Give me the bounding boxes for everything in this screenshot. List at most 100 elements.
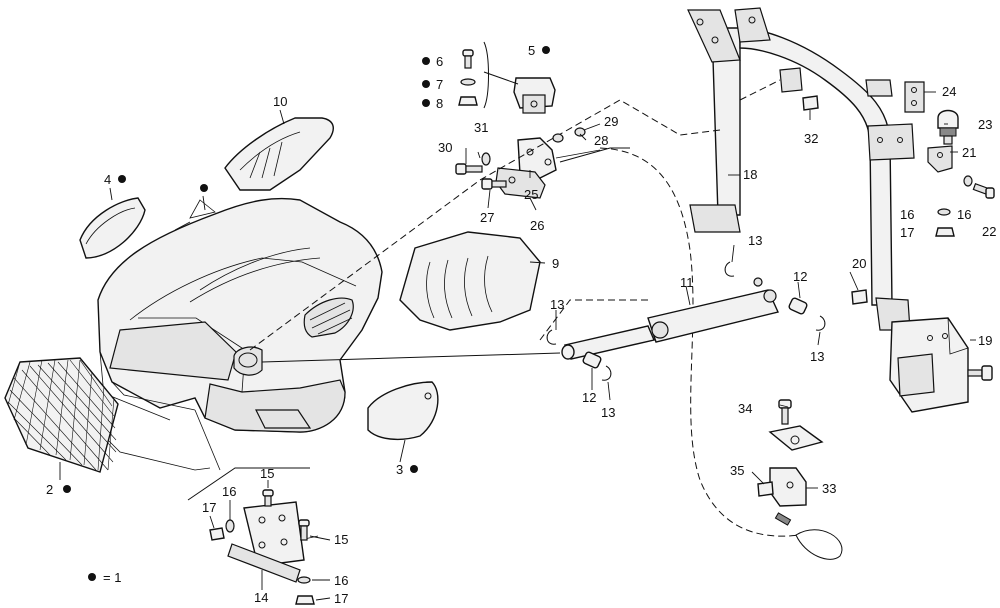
- part-label: 27: [480, 210, 494, 225]
- nut: [757, 481, 774, 497]
- nut: [458, 96, 478, 106]
- part-label: 2: [46, 482, 53, 497]
- leader-line: [483, 71, 519, 85]
- washer: [297, 576, 311, 584]
- part-label: 25: [524, 187, 538, 202]
- legend-text: = 1: [103, 570, 121, 585]
- part-label: 11: [680, 275, 694, 290]
- part-labels: 2 3 4 5 6 7 8 9 10 11 12 12 13 13 13 13 …: [46, 43, 996, 606]
- part-label: 19: [978, 333, 992, 348]
- legend: = 1: [88, 570, 121, 585]
- part-label: 23: [978, 117, 992, 132]
- label-marker: [422, 80, 430, 88]
- part-label: 16: [334, 573, 348, 588]
- part-label: 15: [334, 532, 348, 547]
- bolt: [298, 519, 310, 541]
- part-label: 15: [260, 466, 274, 481]
- nut: [935, 227, 955, 237]
- label-marker: [422, 99, 430, 107]
- front-grille: [4, 357, 119, 473]
- part-label: 18: [743, 167, 757, 182]
- retaining-clip: [601, 365, 612, 381]
- part-label: 33: [822, 481, 836, 496]
- cable-end: [559, 147, 630, 163]
- hood-assembly: [97, 197, 383, 471]
- washer: [552, 133, 564, 143]
- label-marker: [200, 184, 208, 192]
- washer: [963, 175, 973, 187]
- part-label: 8: [436, 96, 443, 111]
- washer: [574, 127, 586, 137]
- bolt: [972, 183, 995, 199]
- cable-clamp: [769, 467, 807, 507]
- part-label: 17: [900, 225, 914, 240]
- part-label: 26: [530, 218, 544, 233]
- part-label: 35: [730, 463, 744, 478]
- bolt: [462, 49, 474, 69]
- part-label: 16: [957, 207, 971, 222]
- washer: [460, 78, 476, 86]
- part-label: 6: [436, 54, 443, 69]
- nut: [851, 289, 868, 305]
- side-lens-left: [79, 197, 146, 259]
- part-label: 3: [396, 462, 403, 477]
- side-lens-right: [367, 381, 439, 441]
- part-label: 13: [748, 233, 762, 248]
- part-label: 28: [594, 133, 608, 148]
- part-label: 22: [982, 224, 996, 239]
- part-label: 7: [436, 77, 443, 92]
- washer: [225, 519, 235, 533]
- retaining-clip: [815, 315, 826, 331]
- washer: [481, 152, 491, 166]
- part-label: 34: [738, 401, 752, 416]
- part-label: 32: [804, 131, 818, 146]
- bolt: [455, 163, 483, 175]
- label-marker: [118, 175, 126, 183]
- bolt: [778, 399, 792, 425]
- side-cover-panel: [399, 231, 541, 331]
- nut: [295, 595, 315, 605]
- leader-lines: [59, 91, 976, 601]
- label-marker: [63, 485, 71, 493]
- part-label: 17: [334, 591, 348, 606]
- label-marker: [422, 57, 430, 65]
- legend-marker: [88, 573, 96, 581]
- guide-line: [539, 299, 650, 341]
- part-label: 13: [601, 405, 615, 420]
- part-label: 13: [810, 349, 824, 364]
- rollbar-frame: [479, 7, 915, 331]
- rubber-bumper: [937, 109, 959, 145]
- cable-loop: [774, 512, 843, 560]
- bolt: [967, 365, 993, 381]
- part-label: 17: [202, 500, 216, 515]
- bolt: [262, 489, 274, 507]
- gas-strut: [561, 277, 779, 360]
- group-bracket: [187, 467, 310, 501]
- part-label: 10: [273, 94, 287, 109]
- part-label: 13: [550, 297, 564, 312]
- part-label: 24: [942, 84, 956, 99]
- part-label: 12: [793, 269, 807, 284]
- top-trim-panel: [224, 117, 334, 191]
- fasteners: [209, 49, 995, 605]
- retaining-clip: [724, 261, 735, 277]
- pin-lower: [582, 351, 602, 369]
- label-marker: [410, 465, 418, 473]
- washer: [937, 208, 951, 216]
- part-label: 4: [104, 172, 111, 187]
- nut: [209, 527, 225, 541]
- guide-line: [261, 352, 561, 363]
- retaining-clip: [546, 329, 557, 345]
- nut: [802, 95, 819, 111]
- bolt: [481, 178, 507, 190]
- part-label: 31: [474, 120, 488, 135]
- mounting-plate: [904, 81, 925, 113]
- guide-line: [249, 179, 481, 351]
- part-label: 16: [222, 484, 236, 499]
- label-marker: [542, 46, 550, 54]
- cable-clamp-plate: [768, 425, 824, 451]
- release-cable: [599, 147, 801, 537]
- part-label: 29: [604, 114, 618, 129]
- part-label: 20: [852, 256, 866, 271]
